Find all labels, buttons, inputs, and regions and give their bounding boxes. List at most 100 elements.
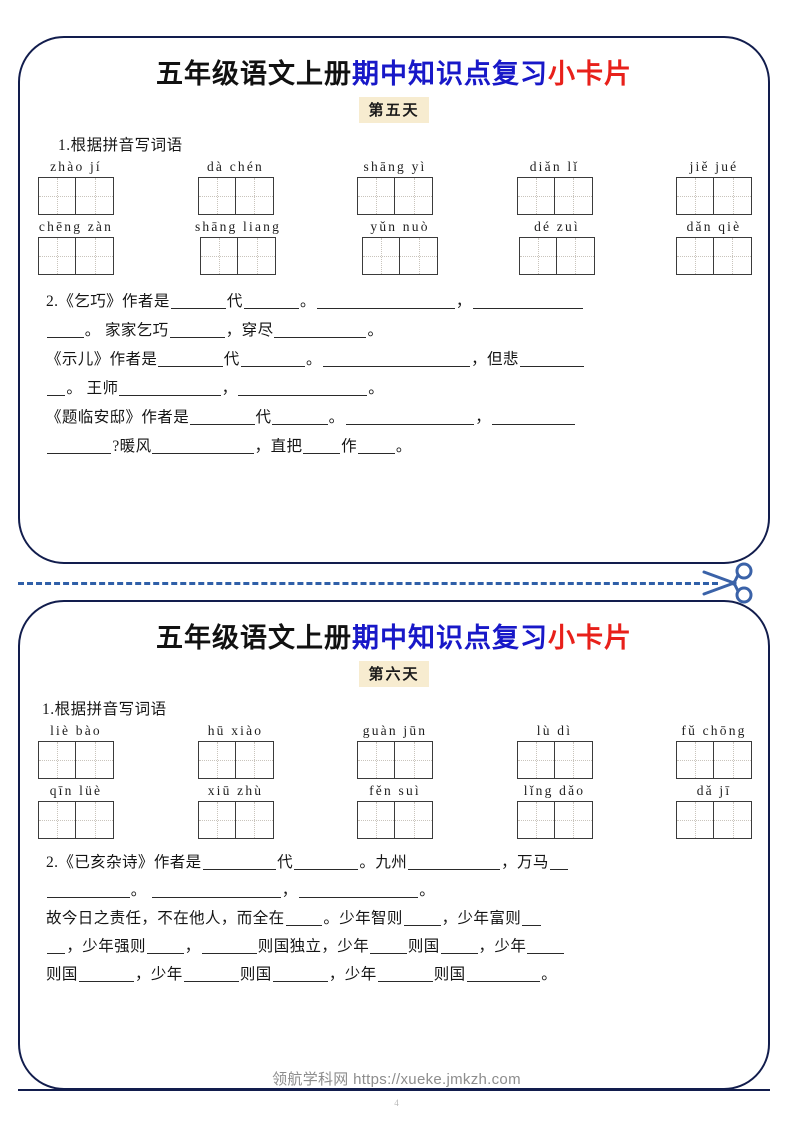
tianzige-box-group[interactable] — [676, 177, 752, 215]
tianzige-box-group[interactable] — [38, 741, 114, 779]
answer-blank[interactable] — [146, 936, 184, 954]
answer-blank[interactable] — [201, 936, 257, 954]
answer-blank[interactable] — [47, 936, 66, 954]
tianzige-cell[interactable] — [235, 741, 274, 779]
tianzige-cell[interactable] — [554, 177, 593, 215]
answer-blank[interactable] — [274, 320, 367, 338]
tianzige-cell[interactable] — [238, 237, 276, 275]
tianzige-box-group[interactable] — [200, 237, 276, 275]
tianzige-cell[interactable] — [76, 801, 114, 839]
answer-blank[interactable] — [527, 936, 565, 954]
answer-blank[interactable] — [316, 291, 455, 309]
answer-blank[interactable] — [294, 852, 359, 870]
answer-blank[interactable] — [78, 964, 134, 982]
tianzige-box-group[interactable] — [516, 801, 593, 839]
tianzige-cell[interactable] — [518, 237, 557, 275]
tianzige-cell[interactable] — [76, 741, 114, 779]
tianzige-box-group[interactable] — [362, 237, 439, 275]
tianzige-cell[interactable] — [400, 237, 439, 275]
answer-blank[interactable] — [240, 349, 305, 367]
answer-blank[interactable] — [377, 964, 433, 982]
answer-blank[interactable] — [152, 436, 254, 454]
answer-blank[interactable] — [151, 880, 281, 898]
tianzige-cell[interactable] — [197, 177, 236, 215]
tianzige-box-group[interactable] — [38, 801, 114, 839]
tianzige-box-group[interactable] — [676, 741, 752, 779]
tianzige-cell[interactable] — [714, 801, 752, 839]
tianzige-cell[interactable] — [76, 177, 114, 215]
tianzige-cell[interactable] — [516, 741, 555, 779]
tianzige-cell[interactable] — [200, 237, 238, 275]
tianzige-cell[interactable] — [357, 801, 395, 839]
answer-blank[interactable] — [47, 378, 66, 396]
tianzige-cell[interactable] — [38, 741, 76, 779]
tianzige-box-group[interactable] — [675, 237, 752, 275]
answer-blank[interactable] — [322, 349, 471, 367]
answer-blank[interactable] — [238, 378, 368, 396]
tianzige-cell[interactable] — [676, 741, 714, 779]
tianzige-cell[interactable] — [676, 177, 714, 215]
answer-blank[interactable] — [285, 908, 323, 926]
tianzige-cell[interactable] — [235, 801, 274, 839]
answer-blank[interactable] — [170, 291, 226, 309]
answer-blank[interactable] — [47, 880, 130, 898]
tianzige-cell[interactable] — [395, 741, 433, 779]
tianzige-box-group[interactable] — [357, 801, 433, 839]
tianzige-box-group[interactable] — [38, 237, 114, 275]
tianzige-cell[interactable] — [554, 801, 593, 839]
tianzige-box-group[interactable] — [357, 741, 433, 779]
answer-blank[interactable] — [370, 936, 407, 954]
answer-blank[interactable] — [243, 291, 300, 309]
tianzige-cell[interactable] — [395, 801, 433, 839]
answer-blank[interactable] — [345, 407, 475, 425]
tianzige-cell[interactable] — [516, 801, 555, 839]
tianzige-cell[interactable] — [197, 801, 236, 839]
tianzige-cell[interactable] — [235, 177, 274, 215]
tianzige-cell[interactable] — [676, 801, 714, 839]
tianzige-cell[interactable] — [714, 177, 752, 215]
answer-blank[interactable] — [408, 852, 501, 870]
tianzige-cell[interactable] — [554, 741, 593, 779]
tianzige-cell[interactable] — [38, 801, 76, 839]
tianzige-cell[interactable] — [38, 237, 76, 275]
answer-blank[interactable] — [190, 407, 255, 425]
tianzige-box-group[interactable] — [197, 741, 274, 779]
answer-blank[interactable] — [466, 964, 541, 982]
answer-blank[interactable] — [492, 407, 575, 425]
tianzige-cell[interactable] — [395, 177, 433, 215]
tianzige-box-group[interactable] — [357, 177, 433, 215]
tianzige-cell[interactable] — [713, 237, 752, 275]
tianzige-box-group[interactable] — [197, 177, 274, 215]
tianzige-cell[interactable] — [516, 177, 555, 215]
answer-blank[interactable] — [358, 436, 395, 454]
answer-blank[interactable] — [303, 436, 341, 454]
answer-blank[interactable] — [440, 936, 478, 954]
answer-blank[interactable] — [202, 852, 277, 870]
tianzige-box-group[interactable] — [516, 741, 593, 779]
tianzige-box-group[interactable] — [197, 801, 274, 839]
answer-blank[interactable] — [272, 407, 328, 425]
answer-blank[interactable] — [158, 349, 223, 367]
answer-blank[interactable] — [298, 880, 419, 898]
tianzige-box-group[interactable] — [676, 801, 752, 839]
tianzige-cell[interactable] — [714, 741, 752, 779]
answer-blank[interactable] — [549, 852, 569, 870]
answer-blank[interactable] — [522, 908, 541, 926]
answer-blank[interactable] — [403, 908, 441, 926]
tianzige-cell[interactable] — [357, 741, 395, 779]
tianzige-cell[interactable] — [197, 741, 236, 779]
tianzige-cell[interactable] — [76, 237, 114, 275]
answer-blank[interactable] — [47, 436, 112, 454]
answer-blank[interactable] — [169, 320, 225, 338]
answer-blank[interactable] — [272, 964, 328, 982]
tianzige-cell[interactable] — [38, 177, 76, 215]
tianzige-box-group[interactable] — [516, 177, 593, 215]
answer-blank[interactable] — [519, 349, 585, 367]
tianzige-box-group[interactable] — [38, 177, 114, 215]
answer-blank[interactable] — [472, 291, 584, 309]
answer-blank[interactable] — [119, 378, 221, 396]
tianzige-cell[interactable] — [362, 237, 401, 275]
answer-blank[interactable] — [183, 964, 239, 982]
answer-blank[interactable] — [47, 320, 84, 338]
tianzige-cell[interactable] — [556, 237, 595, 275]
